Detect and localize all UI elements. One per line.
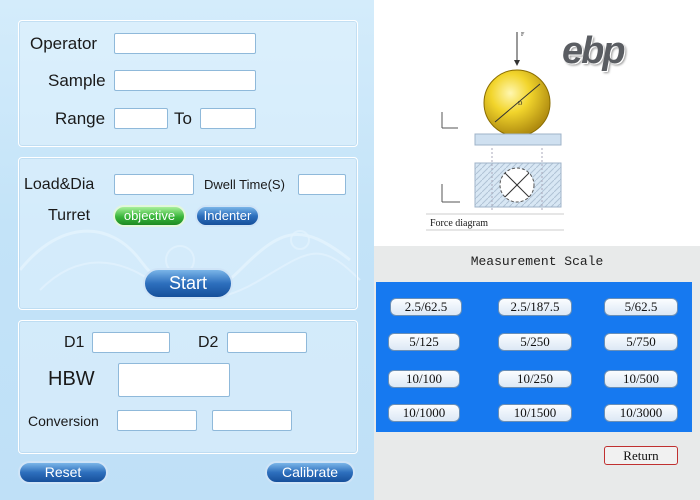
load-dia-input[interactable] bbox=[114, 174, 194, 195]
d1-input[interactable] bbox=[92, 332, 170, 353]
start-button[interactable]: Start bbox=[143, 268, 233, 299]
to-label: To bbox=[174, 109, 192, 128]
conversion-input-2[interactable] bbox=[212, 410, 292, 431]
dwell-time-label: Dwell Time(S) bbox=[204, 177, 285, 192]
indenter-button[interactable]: Indenter bbox=[195, 205, 260, 227]
scale-option-5-750[interactable]: 5/750 bbox=[604, 333, 678, 351]
scale-options-area: 2.5/62.5 2.5/187.5 5/62.5 5/125 5/250 5/… bbox=[376, 282, 692, 432]
range-label: Range bbox=[55, 109, 106, 128]
operator-input[interactable] bbox=[114, 33, 256, 54]
scale-option-10-250[interactable]: 10/250 bbox=[498, 370, 572, 388]
sample-label: Sample bbox=[48, 71, 106, 90]
scale-option-5-62-5[interactable]: 5/62.5 bbox=[604, 298, 678, 316]
ebp-logo: EBP bbox=[562, 30, 674, 74]
conversion-input-1[interactable] bbox=[117, 410, 197, 431]
turret-label: Turret bbox=[48, 207, 91, 224]
conversion-label: Conversion bbox=[28, 413, 99, 429]
measurement-scale-title: Measurement Scale bbox=[470, 254, 604, 269]
scale-option-5-125[interactable]: 5/125 bbox=[388, 333, 460, 351]
diameter-symbol: D bbox=[518, 101, 523, 107]
load-dia-label: Load&Dia bbox=[24, 176, 95, 193]
scale-option-10-3000[interactable]: 10/3000 bbox=[604, 404, 678, 422]
measurement-scale-panel: Measurement Scale 2.5/62.5 2.5/187.5 5/6… bbox=[374, 246, 700, 500]
range-from-input[interactable] bbox=[114, 108, 168, 129]
calibrate-button[interactable]: Calibrate bbox=[265, 461, 355, 484]
range-to-input[interactable] bbox=[200, 108, 256, 129]
hbw-value-box bbox=[118, 363, 230, 397]
scale-option-10-1500[interactable]: 10/1500 bbox=[498, 404, 572, 422]
scale-option-10-100[interactable]: 10/100 bbox=[388, 370, 460, 388]
scale-option-5-250[interactable]: 5/250 bbox=[498, 333, 572, 351]
objective-button[interactable]: objective bbox=[113, 205, 186, 227]
left-control-panel: Operator Sample Range To Load&Dia Dwell … bbox=[0, 0, 374, 500]
diagram-area: F D Force diagram EBP bbox=[374, 0, 700, 246]
scale-option-10-500[interactable]: 10/500 bbox=[604, 370, 678, 388]
d2-label: D2 bbox=[198, 334, 219, 351]
force-diagram-caption: Force diagram bbox=[430, 218, 489, 229]
d1-label: D1 bbox=[64, 334, 85, 351]
scale-option-10-1000[interactable]: 10/1000 bbox=[388, 404, 460, 422]
logo-text: EBP bbox=[562, 30, 626, 72]
operator-label: Operator bbox=[30, 34, 98, 53]
d2-input[interactable] bbox=[227, 332, 307, 353]
force-symbol: F bbox=[521, 32, 525, 38]
hbw-label: HBW bbox=[48, 368, 95, 390]
dwell-time-input[interactable] bbox=[298, 174, 346, 195]
sample-input[interactable] bbox=[114, 70, 256, 91]
return-button[interactable]: Return bbox=[604, 446, 678, 465]
reset-button[interactable]: Reset bbox=[18, 461, 108, 484]
scale-option-2-5-187-5[interactable]: 2.5/187.5 bbox=[498, 298, 572, 316]
scale-option-2-5-62-5[interactable]: 2.5/62.5 bbox=[390, 298, 462, 316]
force-diagram bbox=[426, 32, 564, 231]
